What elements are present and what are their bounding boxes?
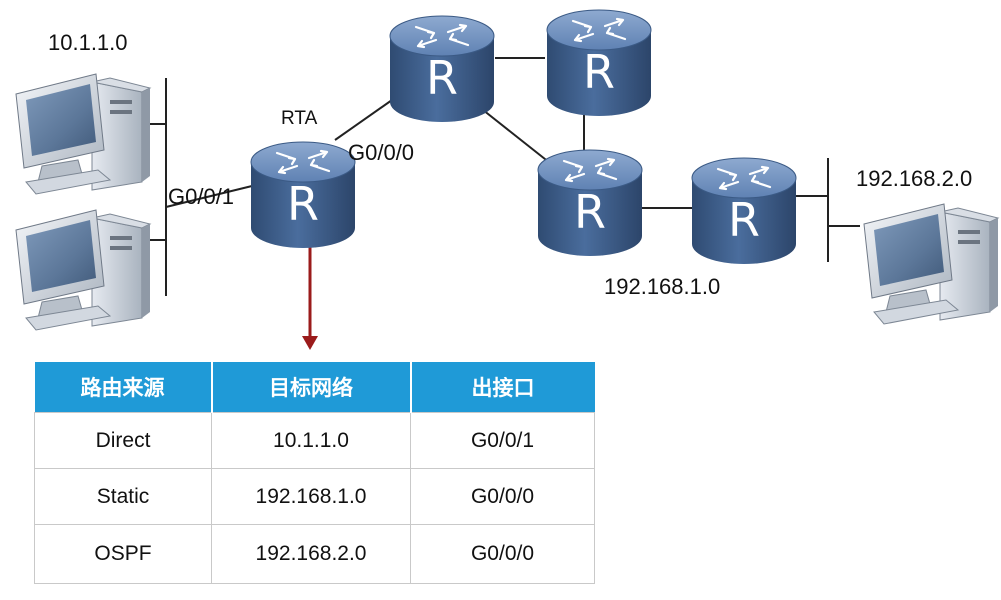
router-top-right-icon: R [546, 9, 652, 116]
router-letter: R [574, 185, 606, 239]
router-letter: R [426, 51, 458, 105]
router-letter: R [728, 193, 760, 247]
router-letter: R [287, 177, 319, 231]
interface-label-g0-0-0: G0/0/0 [348, 140, 415, 165]
network-label-192-168-1-0: 192.168.1.0 [604, 274, 721, 299]
router-letter: R [583, 45, 615, 99]
cell-destination: 192.168.2.0 [211, 524, 411, 584]
cell-destination: 10.1.1.0 [211, 412, 411, 469]
link-r2-r4 [477, 105, 551, 164]
router-right-icon: R [691, 157, 797, 264]
cell-interface: G0/0/0 [410, 468, 595, 525]
header-outgoing-interface: 出接口 [409, 362, 595, 413]
link-rta-r2 [334, 99, 393, 141]
cell-interface: G0/0/1 [410, 412, 595, 469]
pc-bottom-left-icon [15, 209, 152, 331]
header-route-source: 路由来源 [34, 362, 212, 413]
router-label-rta: RTA [281, 108, 318, 129]
routing-table: 路由来源 目标网络 出接口 Direct 10.1.1.0 G0/0/1 Sta… [34, 362, 595, 584]
router-core-top-icon: R [389, 15, 495, 122]
arrow-down [302, 236, 318, 350]
cell-destination: 192.168.1.0 [211, 468, 411, 525]
links [140, 57, 860, 296]
pc-top-left-icon [15, 73, 152, 195]
routers: R R R R R [250, 9, 797, 264]
network-label-10-1-1-0: 10.1.1.0 [48, 30, 128, 55]
cell-interface: G0/0/0 [410, 524, 595, 584]
interface-label-g0-0-1: G0/0/1 [168, 184, 235, 209]
pc-right-icon [863, 203, 1000, 325]
network-label-192-168-2-0: 192.168.2.0 [856, 166, 973, 191]
table-row: OSPF 192.168.2.0 G0/0/0 [34, 524, 595, 584]
routing-table-header: 路由来源 目标网络 出接口 [34, 362, 595, 413]
computers [15, 73, 1000, 331]
cell-source: OSPF [34, 524, 212, 584]
cell-source: Direct [34, 412, 212, 469]
table-row: Static 192.168.1.0 G0/0/0 [34, 468, 595, 525]
table-row: Direct 10.1.1.0 G0/0/1 [34, 412, 595, 469]
router-rta-icon: R [250, 141, 356, 248]
header-destination-network: 目标网络 [210, 362, 411, 413]
link-lan-rta [165, 185, 253, 208]
cell-source: Static [34, 468, 212, 525]
router-middle-icon: R [537, 149, 643, 256]
